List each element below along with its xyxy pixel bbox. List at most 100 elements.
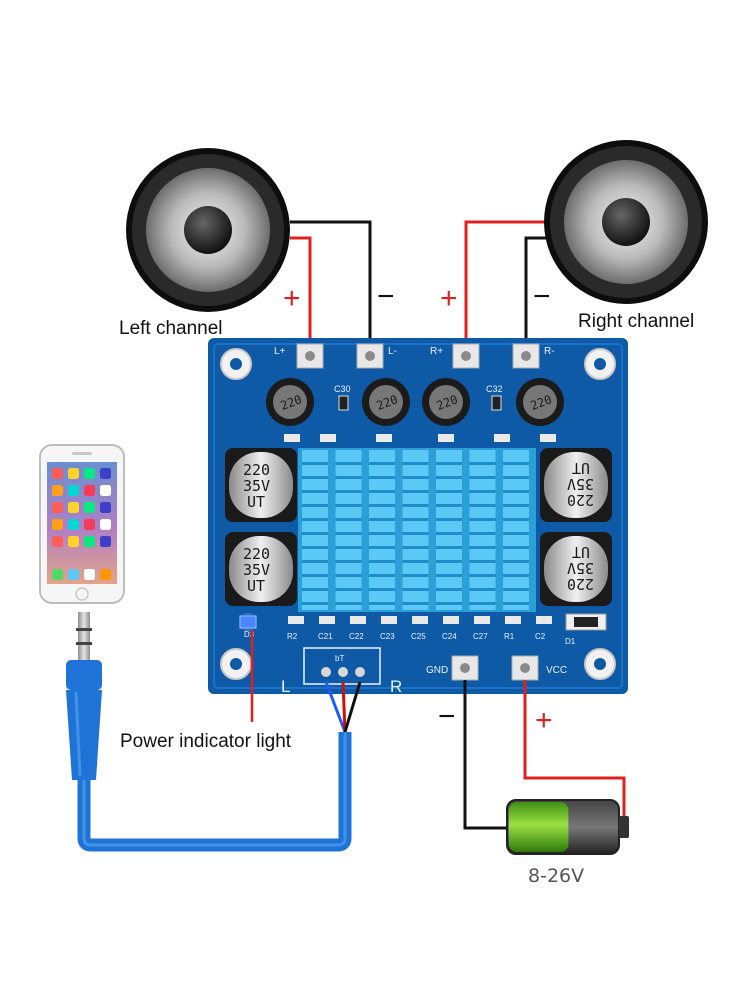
inductors — [266, 378, 564, 426]
led-label: D3 — [244, 630, 255, 639]
app-icon — [52, 502, 63, 513]
component-label-c22: C22 — [349, 632, 364, 641]
app-icon — [84, 468, 95, 479]
gnd-wire — [463, 680, 510, 830]
inductor-2-text: 220 — [375, 392, 400, 413]
smd-component — [443, 616, 459, 624]
app-icon — [100, 536, 111, 547]
smd-row-bottom — [288, 616, 552, 624]
cap-tl-line3: UT — [247, 493, 265, 511]
smd-row-top — [284, 434, 556, 442]
dock-icon — [68, 569, 79, 580]
audio-plug-tip — [78, 612, 90, 662]
smd-component — [319, 616, 335, 624]
component-label-c27: C27 — [473, 632, 488, 641]
cap-c30-label: C30 — [334, 384, 351, 394]
app-icon — [100, 502, 111, 513]
dock-icon — [84, 569, 95, 580]
heatsink-fin — [369, 450, 395, 610]
vcc-label: VCC — [546, 665, 567, 676]
power-indicator-label: Power indicator light — [120, 731, 292, 752]
inductor-4-text: 220 — [529, 392, 554, 413]
heatsink-fin — [302, 450, 328, 610]
app-icon — [68, 502, 79, 513]
inductor-1-text: 220 — [279, 392, 304, 413]
cap-tr-line2: 35V — [567, 475, 594, 493]
component-label-c23: C23 — [380, 632, 395, 641]
app-icon — [100, 519, 111, 530]
gnd-minus-mark: − — [438, 700, 456, 733]
app-icon — [68, 468, 79, 479]
left-channel-label: Left channel — [119, 318, 223, 339]
inductor-3-text: 220 — [435, 392, 460, 413]
heatsink — [298, 448, 536, 612]
gnd-label: GND — [426, 665, 448, 676]
terminal-label-r-plus: R+ — [430, 346, 443, 357]
left-speaker — [126, 148, 290, 312]
vcc-wire — [523, 680, 626, 826]
terminal-label-l-minus: L- — [388, 346, 397, 357]
left-plus-mark: + — [283, 282, 301, 315]
cap-bl-line1: 220 — [243, 545, 270, 563]
phone-app-icons — [52, 468, 111, 580]
mounting-holes — [220, 348, 616, 680]
speaker-wires — [290, 220, 548, 350]
app-icon — [100, 468, 111, 479]
diode-label: D1 — [565, 637, 576, 646]
terminal-label-r-minus: R- — [544, 346, 555, 357]
smd-component — [350, 616, 366, 624]
cap-tr-line1: 220 — [567, 491, 594, 509]
cap-bl-line2: 35V — [243, 561, 270, 579]
left-minus-mark: − — [377, 280, 395, 313]
component-label-r2: R2 — [287, 632, 298, 641]
app-icon — [52, 519, 63, 530]
left-negative-wire — [290, 220, 372, 350]
smd-component — [381, 616, 397, 624]
smd-component — [536, 616, 552, 624]
right-plus-mark: + — [440, 282, 458, 315]
component-label-r1: R1 — [504, 632, 515, 641]
app-icon — [68, 536, 79, 547]
cap-br-line1: 220 — [567, 575, 594, 593]
cap-tl-line1: 220 — [243, 461, 270, 479]
right-positive-wire — [464, 220, 548, 350]
heatsink-fin — [335, 450, 362, 610]
heatsink-fin — [469, 450, 496, 610]
heatsink-fin — [436, 450, 462, 610]
cap-bl-line3: UT — [247, 577, 265, 595]
smd-component — [412, 616, 428, 624]
app-icon — [52, 485, 63, 496]
terminal-label-l-plus: L+ — [274, 346, 286, 357]
smartphone — [39, 444, 125, 604]
component-label-c25: C25 — [411, 632, 426, 641]
left-positive-wire — [290, 236, 312, 350]
battery-icon — [506, 799, 629, 855]
audio-cable — [66, 612, 362, 852]
cap-br-line2: 35V — [567, 559, 594, 577]
app-icon — [84, 485, 95, 496]
dock-icon — [52, 569, 63, 580]
heatsink-fin — [402, 450, 429, 610]
right-speaker — [544, 140, 708, 304]
app-icon — [68, 519, 79, 530]
electrolytic-capacitors — [225, 448, 612, 606]
app-icon — [100, 485, 111, 496]
power-led — [239, 615, 257, 629]
amplifier-board: L+ L- R+ R- C30 C32 220 220 220 220 — [208, 338, 628, 696]
heatsink-fin — [503, 450, 529, 610]
dock-icon — [100, 569, 111, 580]
right-minus-mark: − — [533, 280, 551, 313]
vcc-plus-mark: + — [535, 704, 553, 737]
audio-side-l: L — [281, 677, 290, 696]
audio-input-label: bT — [335, 654, 344, 663]
component-label-c21: C21 — [318, 632, 333, 641]
smd-component — [474, 616, 490, 624]
smd-component — [288, 616, 304, 624]
cap-c32-label: C32 — [486, 384, 503, 394]
app-icon — [52, 468, 63, 479]
right-negative-wire — [524, 236, 548, 350]
power-wires — [463, 680, 626, 830]
component-label-c24: C24 — [442, 632, 457, 641]
right-channel-label: Right channel — [578, 311, 694, 332]
